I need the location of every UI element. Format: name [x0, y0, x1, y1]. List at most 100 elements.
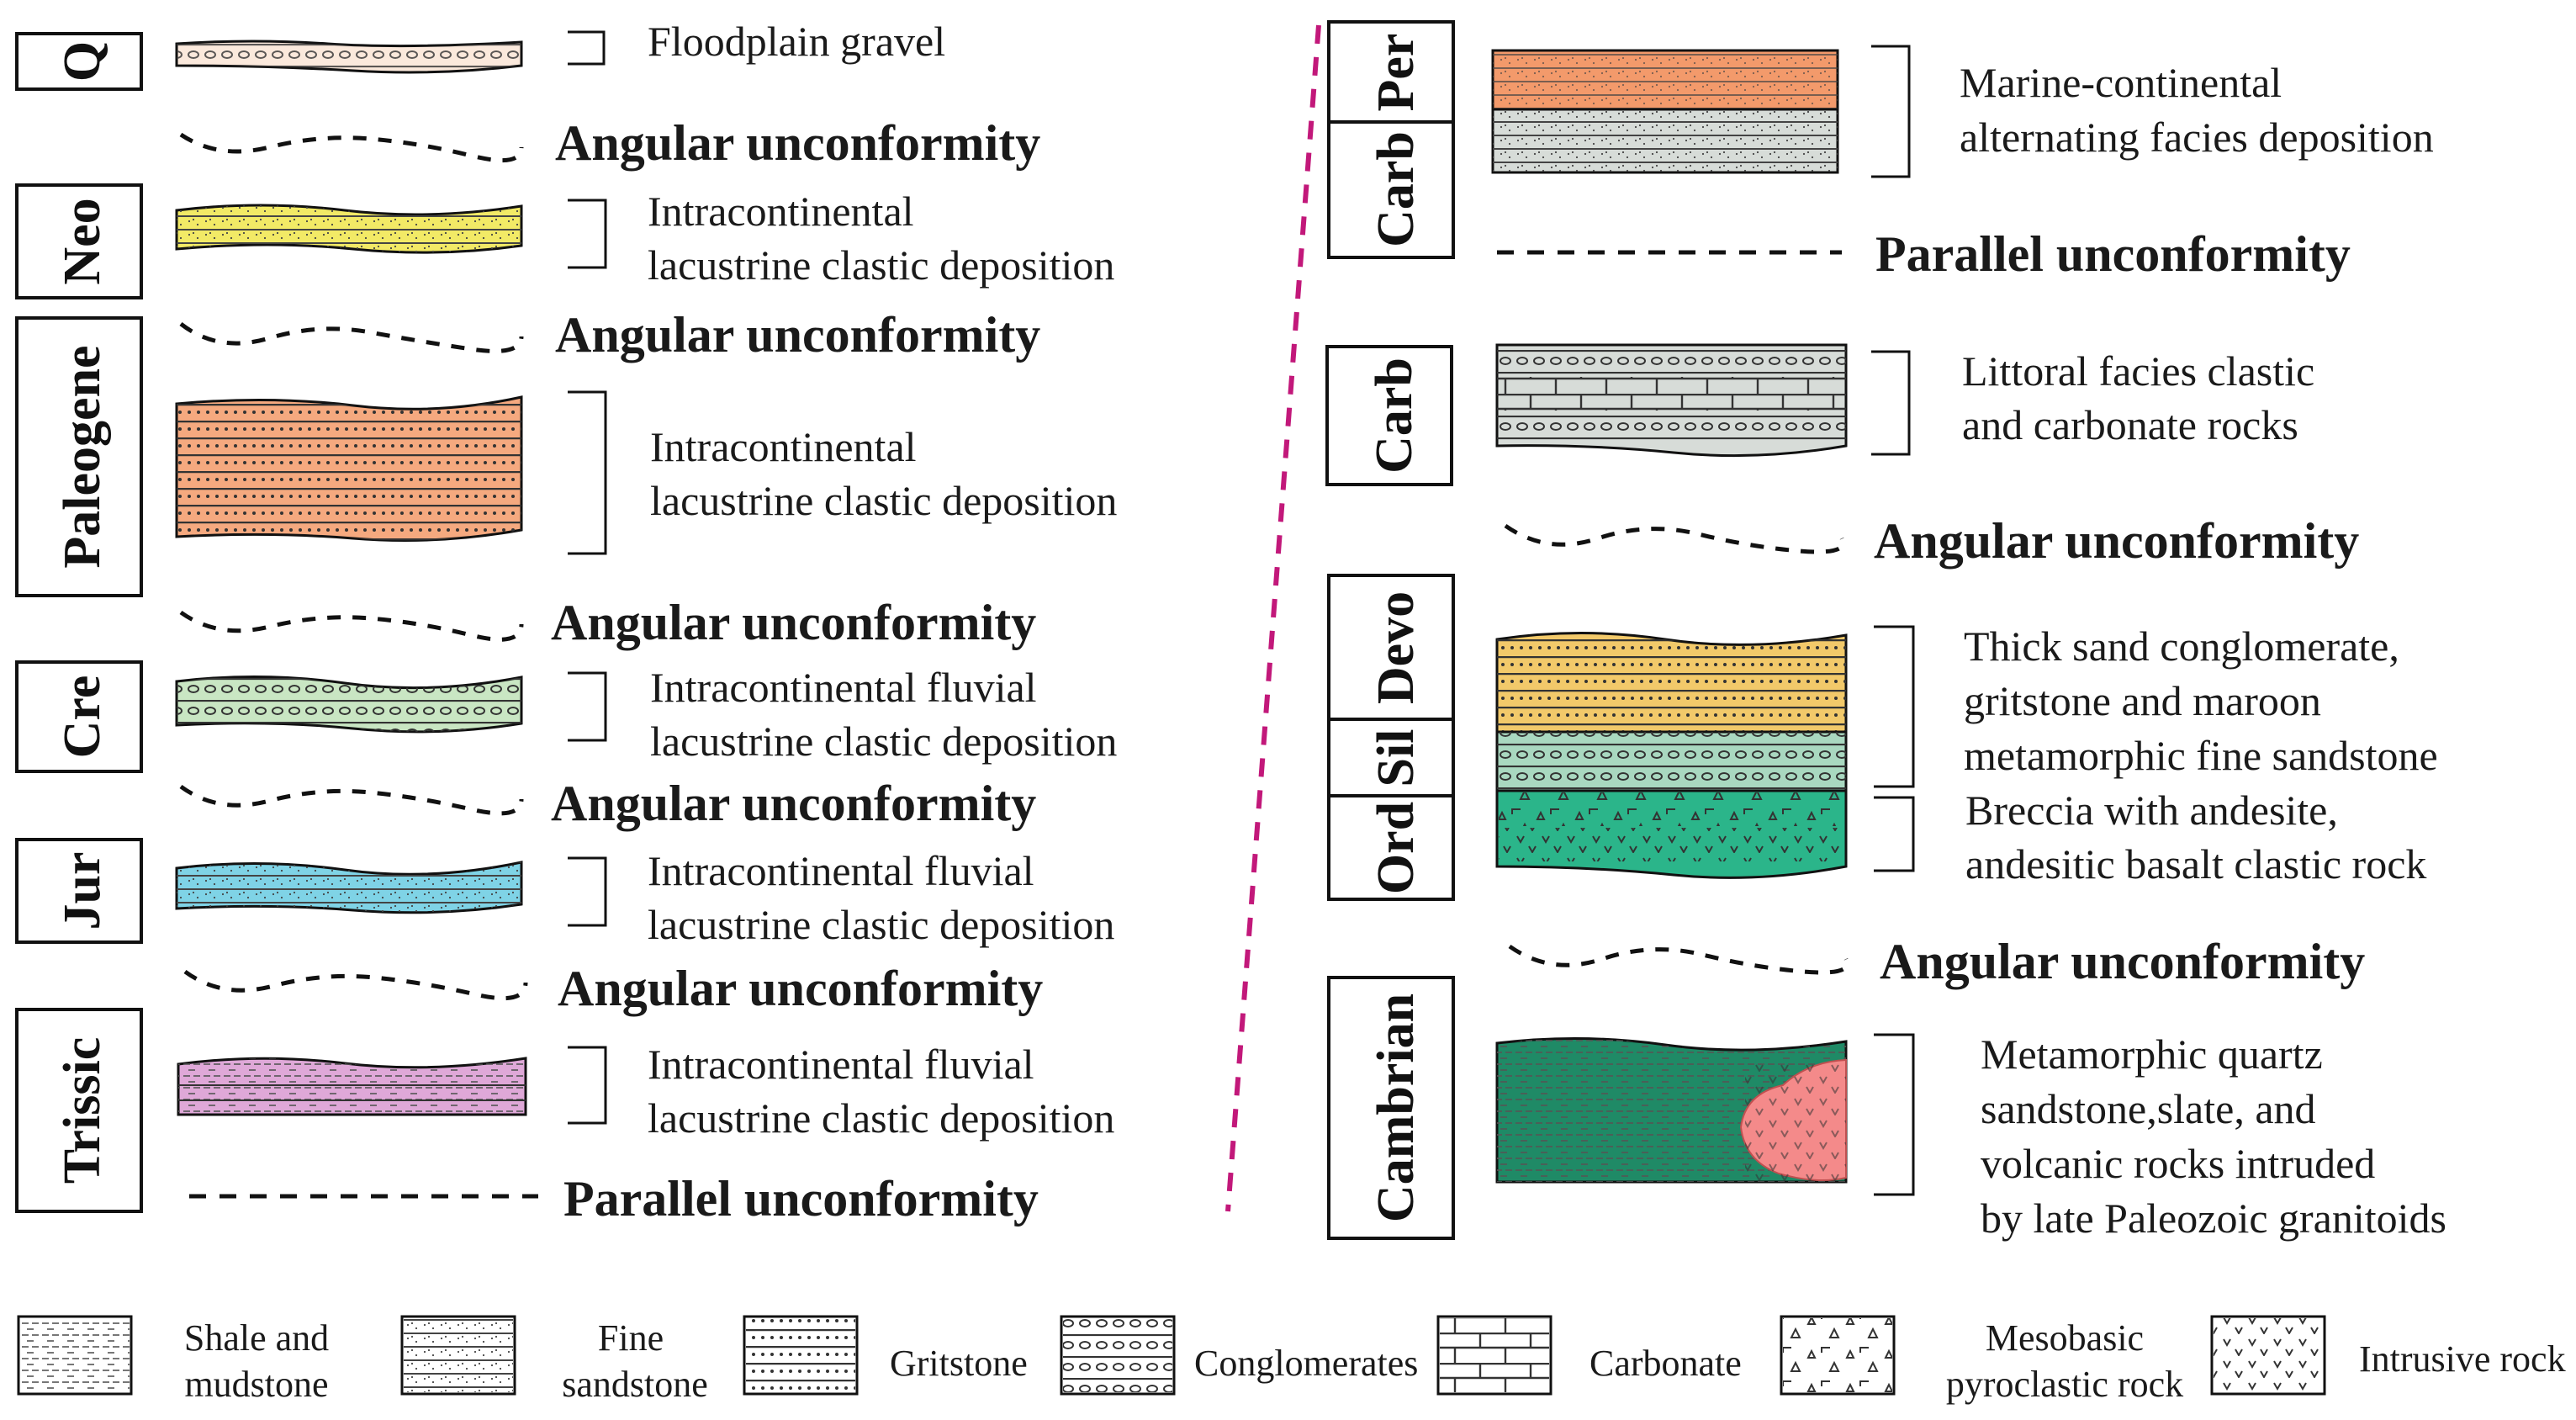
bracket-neo [568, 199, 607, 269]
bracket-carb [1871, 350, 1911, 456]
unconformity-label: Angular unconformity [555, 307, 1040, 363]
desc-devo-line1: Thick sand conglomerate, [1964, 623, 2399, 670]
layer-triassic [177, 1057, 527, 1116]
svg-text:Mesobasic: Mesobasic [1986, 1317, 2144, 1359]
desc-cambrian-line4: by late Paleozoic granitoids [1981, 1195, 2446, 1242]
desc-jur-line1: Intracontinental fluvial [648, 847, 1034, 894]
era-box-per-carb: Per Carb [1327, 20, 1455, 259]
svg-text:Fine: Fine [598, 1317, 664, 1359]
svg-text:Devo: Devo [1367, 591, 1425, 704]
era-box-trissic: Trissic [15, 1008, 143, 1213]
legend: Shale and mudstone Fine sandstone Gritst… [17, 1315, 2566, 1405]
svg-text:Carb: Carb [1366, 358, 1423, 474]
svg-text:Neo: Neo [54, 198, 111, 284]
desc-ord-line2: andesitic basalt clastic rock [1965, 840, 2426, 888]
desc-per-carb-line2: alternating facies deposition [1960, 114, 2434, 161]
bracket-trissic [568, 1046, 607, 1125]
desc-paleogene-line1: Intracontinental [650, 423, 917, 470]
unconformity-label: Parallel unconformity [1875, 226, 2351, 282]
svg-text:Intrusive rock: Intrusive rock [2359, 1338, 2566, 1380]
svg-text:Jur: Jur [54, 852, 111, 930]
desc-cre-line2: lacustrine clastic deposition [650, 718, 1117, 765]
svg-text:Cambrian: Cambrian [1367, 993, 1425, 1222]
bracket-jur [568, 856, 607, 927]
layer-cretaceous [175, 675, 523, 734]
desc-cambrian-line2: sandstone,slate, and [1981, 1085, 2316, 1132]
desc-trissic-line1: Intracontinental fluvial [648, 1041, 1034, 1088]
column-divider-line [1225, 24, 1321, 1212]
desc-devo-line2: gritstone and maroon [1964, 677, 2321, 724]
bracket-devo-sil [1874, 625, 1915, 788]
svg-text:Trissic: Trissic [54, 1037, 111, 1184]
desc-per-carb-line1: Marine-continental [1960, 59, 2282, 106]
layer-cambrian [1495, 1036, 1848, 1184]
layer-paleogene [175, 395, 523, 542]
layer-permian-carboniferous [1491, 49, 1839, 174]
layer-floodplain-gravel [175, 40, 523, 74]
angular-unconformity-line [179, 322, 524, 353]
era-box-cambrian: Cambrian [1327, 976, 1455, 1240]
legend-item-fine-sandstone: Fine sandstone [400, 1315, 708, 1405]
angular-unconformity-line [1504, 523, 1845, 554]
era-box-devo-sil-ord: Devo Sil Ord [1327, 574, 1455, 901]
legend-item-pyroclastic: Mesobasic pyroclastic rock [1780, 1315, 2183, 1405]
svg-text:Per: Per [1367, 34, 1425, 112]
bracket-cambrian [1874, 1033, 1915, 1196]
svg-text:Conglomerates: Conglomerates [1194, 1343, 1418, 1384]
bracket-q [568, 30, 606, 66]
desc-neo-line2: lacustrine clastic deposition [648, 241, 1114, 289]
layer-jurassic [175, 861, 523, 914]
svg-text:Ord: Ord [1367, 802, 1425, 894]
angular-unconformity-line [183, 969, 528, 1001]
angular-unconformity-line [179, 132, 524, 163]
era-box-q: Q [15, 32, 143, 91]
desc-cambrian-line3: volcanic rocks intruded [1981, 1140, 2375, 1187]
desc-carb-line1: Littoral facies clastic [1962, 347, 2314, 395]
angular-unconformity-line [179, 784, 524, 816]
desc-jur-line2: lacustrine clastic deposition [648, 901, 1114, 948]
desc-paleogene-line2: lacustrine clastic deposition [650, 477, 1117, 524]
layer-carboniferous [1495, 343, 1848, 458]
angular-unconformity-line [179, 610, 524, 642]
unconformity-label: Angular unconformity [558, 961, 1043, 1016]
legend-item-intrusive: Intrusive rock [2210, 1315, 2566, 1396]
desc-floodplain: Floodplain gravel [648, 18, 945, 65]
era-box-jur: Jur [15, 838, 143, 944]
legend-item-carbonate: Carbonate [1436, 1315, 1742, 1396]
svg-text:Gritstone: Gritstone [890, 1343, 1028, 1384]
svg-text:Q: Q [54, 41, 111, 82]
svg-text:Carb: Carb [1367, 131, 1425, 247]
unconformity-label: Angular unconformity [551, 595, 1036, 650]
bracket-cre [568, 671, 607, 742]
legend-item-shale: Shale and mudstone [17, 1315, 329, 1405]
desc-neo-line1: Intracontinental [648, 188, 914, 235]
era-box-cre: Cre [15, 660, 143, 773]
desc-trissic-line2: lacustrine clastic deposition [648, 1094, 1114, 1142]
era-box-paleogene: Paleogene [15, 316, 143, 597]
svg-text:mudstone: mudstone [184, 1364, 328, 1405]
layer-devonian-silurian-ordovician [1495, 632, 1848, 879]
desc-carb-line2: and carbonate rocks [1962, 401, 2298, 448]
unconformity-label: Angular unconformity [1874, 513, 2359, 569]
unconformity-label: Parallel unconformity [563, 1171, 1039, 1227]
svg-text:Paleogene: Paleogene [54, 345, 111, 568]
desc-ord-line1: Breccia with andesite, [1965, 787, 2338, 834]
svg-text:Carbonate: Carbonate [1590, 1343, 1742, 1384]
bracket-per-carb [1871, 45, 1911, 178]
desc-cambrian-line1: Metamorphic quartz [1981, 1031, 2323, 1078]
angular-unconformity-line [1508, 944, 1849, 975]
desc-cre-line1: Intracontinental fluvial [650, 664, 1037, 711]
svg-text:sandstone: sandstone [562, 1364, 708, 1405]
bracket-ord [1874, 796, 1915, 872]
era-box-neo: Neo [15, 183, 143, 299]
unconformity-label: Angular unconformity [551, 776, 1036, 831]
era-box-carb: Carb [1325, 345, 1453, 486]
svg-text:Cre: Cre [54, 676, 111, 759]
svg-text:Sil: Sil [1367, 729, 1425, 787]
legend-item-conglomerates: Conglomerates [1060, 1315, 1418, 1396]
desc-devo-line3: metamorphic fine sandstone [1964, 732, 2438, 779]
unconformity-label: Angular unconformity [555, 115, 1040, 171]
layer-neogene [175, 204, 523, 254]
